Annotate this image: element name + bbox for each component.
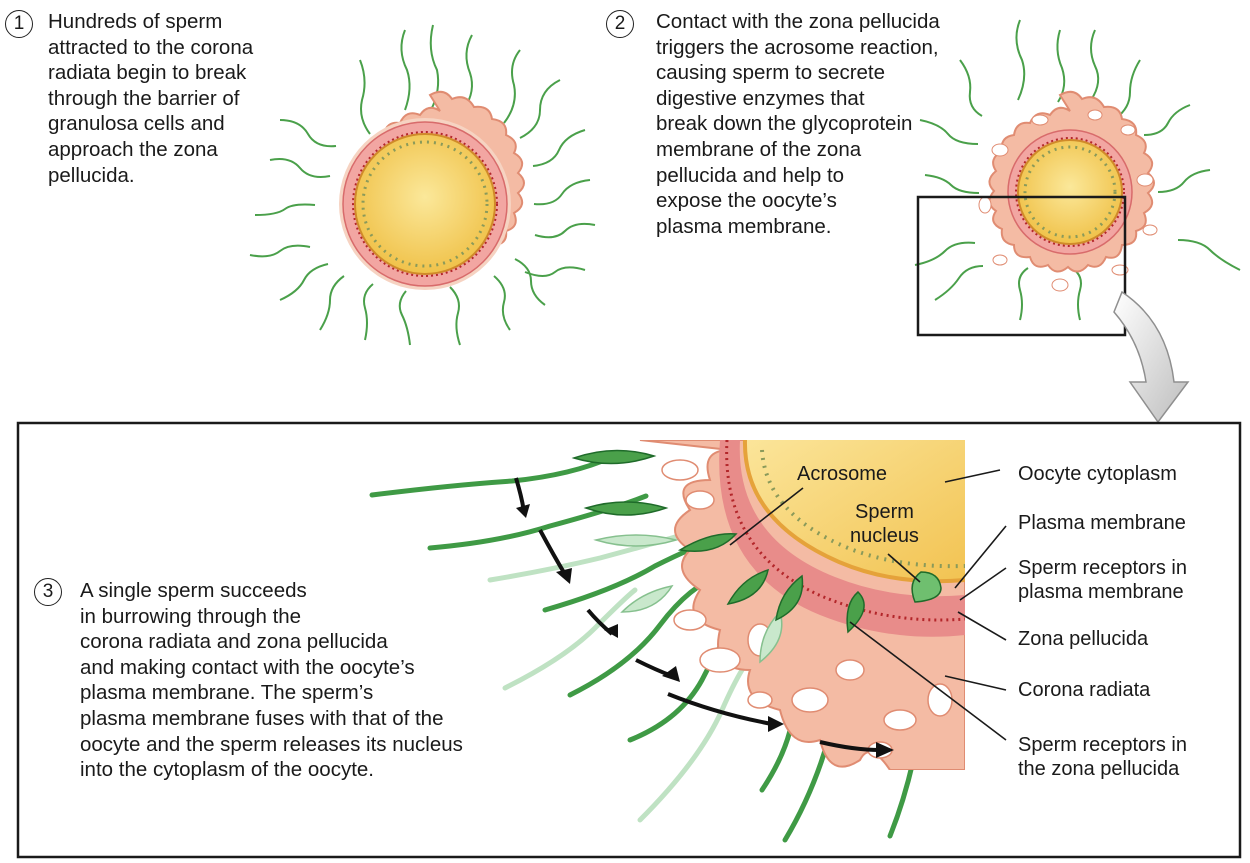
label-corona-radiata: Corona radiata [1018,679,1151,701]
label-plasma-membrane: Plasma membrane [1018,512,1186,534]
sperm-group-1 [249,24,596,346]
label-sperm-receptors-zona: Sperm receptors in the zona pellucida [1018,734,1187,780]
label-sperm-nucleus: Sperm nucleus [850,501,919,547]
step-2-text: Contact with the zona pellucida triggers… [656,10,940,238]
stage-3-panel [16,421,1242,859]
step-1-number: 1 [5,10,33,38]
zoom-arrow [1113,290,1190,424]
zoomed-view [369,440,1007,843]
step-1-text: Hundreds of sperm attracted to the coron… [48,10,254,187]
step-3-text: A single sperm succeeds in burrowing thr… [80,579,463,782]
step-3-number: 3 [34,578,62,606]
label-zona-pellucida: Zona pellucida [1018,628,1149,650]
oocyte-1 [354,133,496,275]
label-acrosome: Acrosome [797,463,888,485]
label-sperm-receptors-plasma: Sperm receptors in plasma membrane [1018,557,1187,603]
zona-pellucida-zoom [719,440,965,637]
step-2-number: 2 [606,10,634,38]
oocyte-stage-2 [914,19,1241,337]
zoom-box [916,195,1127,337]
oocyte-stage-1 [249,24,596,346]
oocyte-cytoplasm-zoom [744,440,965,582]
label-oocyte-cytoplasm: Oocyte cytoplasm [1018,463,1177,485]
